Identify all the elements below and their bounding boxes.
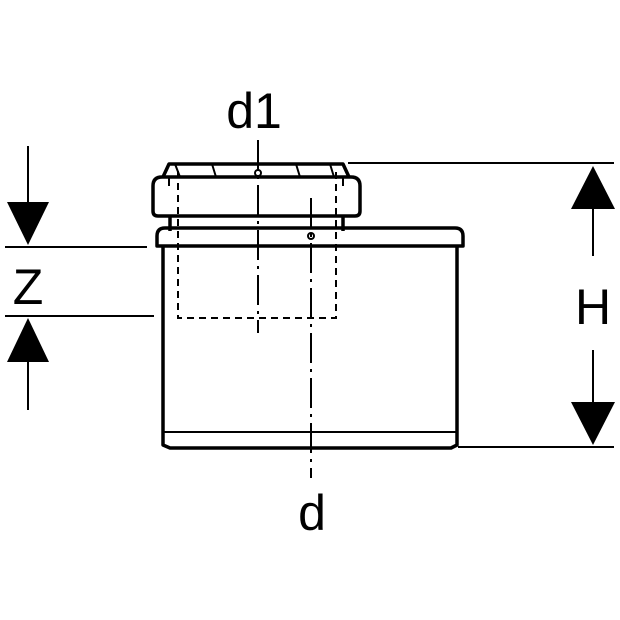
marker-d bbox=[307, 232, 315, 240]
label-d1: d1 bbox=[226, 83, 282, 139]
z-arrow-down bbox=[7, 202, 49, 245]
marker-d1 bbox=[254, 169, 262, 177]
h-arrow-up bbox=[571, 166, 615, 209]
z-dimension bbox=[5, 146, 154, 410]
h-arrow-down bbox=[571, 402, 615, 445]
hidden-inner-socket bbox=[177, 171, 337, 319]
upper-socket bbox=[151, 162, 362, 231]
label-h: H bbox=[575, 279, 611, 335]
z-arrow-up bbox=[7, 318, 49, 362]
h-dimension bbox=[348, 162, 615, 448]
label-d: d bbox=[298, 485, 326, 541]
label-z: Z bbox=[13, 259, 44, 315]
